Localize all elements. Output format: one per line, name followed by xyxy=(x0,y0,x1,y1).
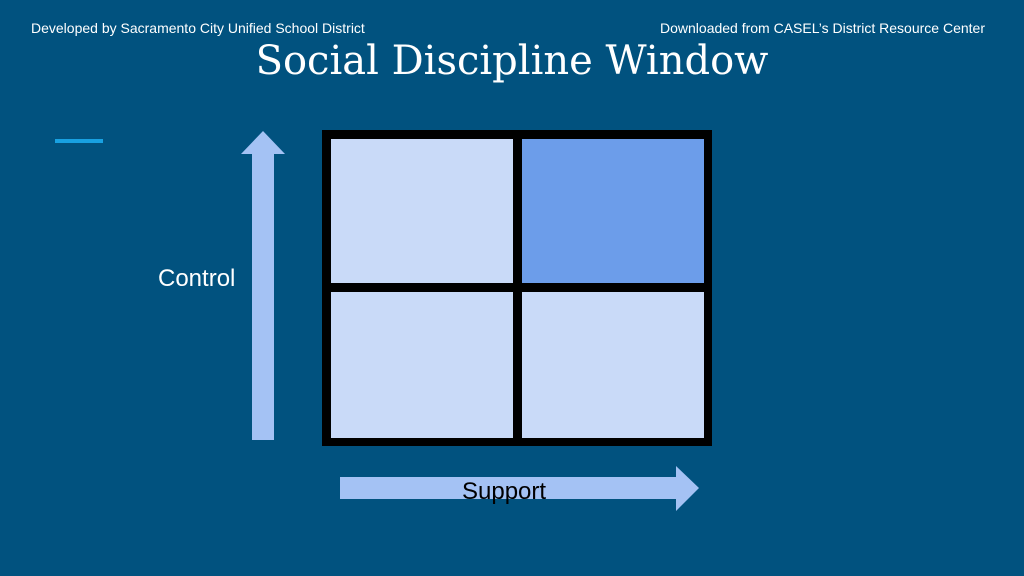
support-label: Support xyxy=(462,478,547,505)
control-arrow xyxy=(241,131,285,440)
accent-bar xyxy=(55,139,103,143)
quadrant-bottom-left xyxy=(331,292,513,438)
control-arrow-shape xyxy=(241,131,285,440)
support-arrow xyxy=(340,466,699,511)
page-title: Social Discipline Window xyxy=(255,38,769,84)
quadrant-top-right xyxy=(522,139,704,283)
control-label: Control xyxy=(158,265,236,292)
credit-right: Downloaded from CASEL’s District Resourc… xyxy=(660,20,985,36)
quadrant-bottom-right xyxy=(522,292,704,438)
quadrant-top-left xyxy=(331,139,513,283)
credit-left: Developed by Sacramento City Unified Sch… xyxy=(31,20,365,36)
discipline-window-grid xyxy=(322,130,712,446)
support-arrow-shape xyxy=(340,466,699,511)
